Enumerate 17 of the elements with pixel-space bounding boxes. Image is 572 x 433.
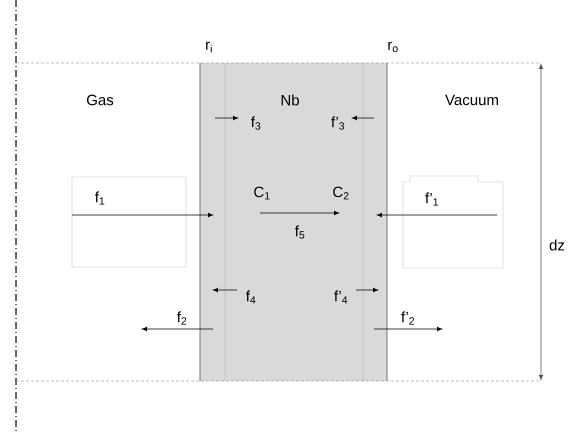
symbol-label: f’$_{4}$ <box>334 290 348 304</box>
symbol-label: f$_{5}$ <box>294 225 304 239</box>
symbol-label: C$_{2}$ <box>333 186 349 200</box>
symbol-label: f$_{2}$ <box>176 311 186 325</box>
dimension-label: dz <box>550 239 564 250</box>
symbol-label: f$_{1}$ <box>94 191 104 205</box>
symbol-label: f’$_{3}$ <box>331 116 344 130</box>
symbol-label: Vacuum <box>445 94 498 106</box>
symbol-label: C$_{1}$ <box>254 186 270 200</box>
symbol-label: f$_{4}$ <box>246 290 256 304</box>
symbol-label: r$_{i}$ <box>206 42 212 52</box>
symbol-label: Gas <box>87 94 114 106</box>
symbol-label: Nb <box>282 94 299 106</box>
symbol-label: f$_{3}$ <box>250 116 260 130</box>
symbol-label: f’$_{2}$ <box>401 311 414 325</box>
symbol-label: r$_{o}$ <box>388 42 398 52</box>
symbol-label: f’$_{1}$ <box>425 192 438 206</box>
